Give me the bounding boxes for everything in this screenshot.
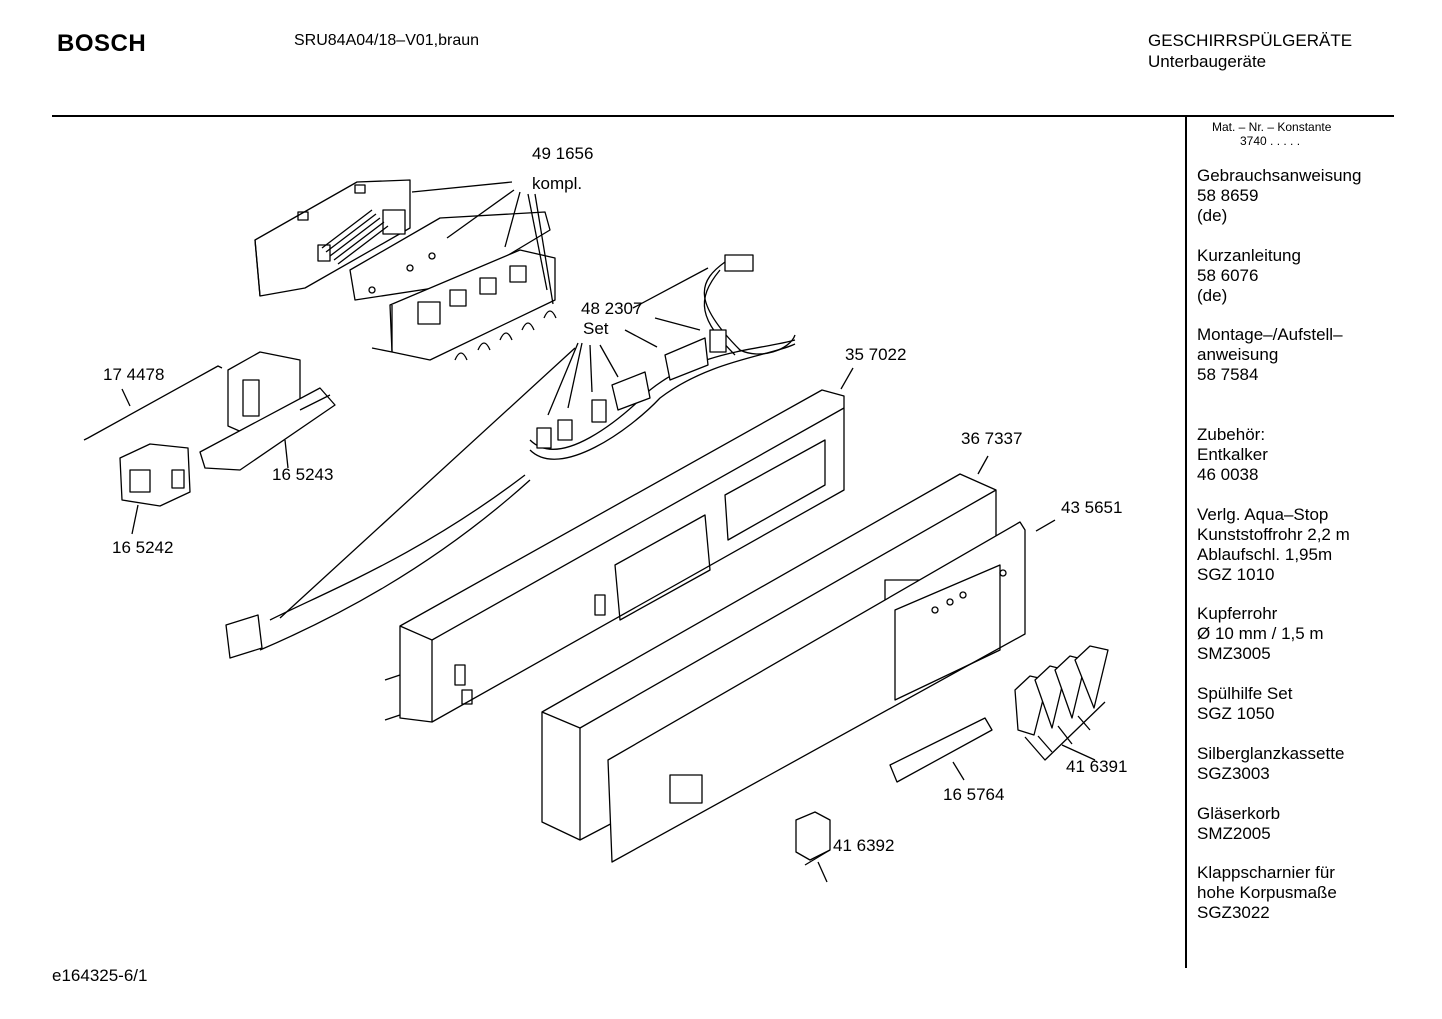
sidebar-group-quickguide: Kurzanleitung 58 6076 (de) [1197, 246, 1301, 306]
sidebar-line: anweisung [1197, 345, 1279, 364]
sidebar-line: Kurzanleitung [1197, 246, 1301, 265]
sidebar-line: Gläserkorb [1197, 804, 1281, 823]
sidebar-group-aquastop: Verlg. Aqua–Stop Kunststoffrohr 2,2 m Ab… [1197, 505, 1350, 585]
exploded-parts-diagram: 49 1656 kompl. 48 2307 Set 17 4478 16 52… [83, 144, 1127, 883]
sidebar-line: Zubehör: [1197, 425, 1266, 444]
model-number: SRU84A04/18–V01,braun [294, 32, 480, 49]
frame-357022 [384, 389, 845, 723]
sidebar-group-silvercassette: Silberglanzkassette SGZ3003 [1197, 744, 1344, 784]
cable-harness-482307 [225, 254, 796, 659]
sidebar-line: SMZ3005 [1197, 644, 1271, 663]
part-label-416391: 41 6391 [1066, 757, 1127, 776]
konst-value: 3740 . . . . . [1240, 134, 1301, 148]
switch-165242 [119, 443, 191, 507]
sidebar-line: Spülhilfe Set [1197, 684, 1293, 703]
sidebar-line: 46 0038 [1197, 465, 1259, 484]
part-label-482307: 48 2307 [581, 299, 642, 318]
rod-174478 [83, 365, 223, 441]
sidebar-line: (de) [1197, 286, 1228, 305]
sidebar-line: SGZ3003 [1197, 764, 1270, 783]
sidebar-line: (de) [1197, 206, 1228, 225]
strip-165764 [889, 717, 993, 783]
sidebar-group-rinseaid: Spülhilfe Set SGZ 1050 [1197, 684, 1292, 724]
material-constant: Mat. – Nr. – Konstante 3740 . . . . . [1212, 120, 1331, 148]
bracket-165243 [199, 351, 336, 471]
part-label-435651: 43 5651 [1061, 498, 1122, 517]
drawing-id: e164325-6/1 [52, 966, 148, 985]
part-label-165764: 16 5764 [943, 785, 1004, 804]
brand-logo: BOSCH [57, 30, 147, 57]
sidebar-line: Montage–/Aufstell– [1197, 325, 1343, 344]
sidebar-group-accessories: Zubehör: Entkalker 46 0038 [1197, 425, 1268, 485]
part-note-482307: Set [583, 319, 609, 338]
sidebar-line: Verlg. Aqua–Stop [1197, 505, 1329, 524]
part-note-491656: kompl. [532, 174, 582, 193]
sidebar-group-glassbasket: Gläserkorb SMZ2005 [1197, 804, 1280, 844]
part-label-491656: 49 1656 [532, 144, 593, 163]
category-title: GESCHIRRSPÜLGERÄTE [1148, 31, 1353, 50]
header-divider [52, 115, 1394, 117]
sidebar-group-copperpipe: Kupferrohr Ø 10 mm / 1,5 m SMZ3005 [1197, 604, 1324, 664]
sidebar-divider [1185, 116, 1187, 968]
part-label-165242: 16 5242 [112, 538, 173, 557]
sidebar-line: Klappscharnier für [1197, 863, 1335, 882]
sidebar-group-hinge: Klappscharnier für hohe Korpusmaße SGZ30… [1197, 863, 1337, 923]
part-label-416392: 41 6392 [833, 836, 894, 855]
sidebar-group-installation: Montage–/Aufstell– anweisung 58 7584 [1197, 325, 1343, 385]
sidebar-group-manual: Gebrauchsanweisung 58 8659 (de) [1197, 166, 1361, 226]
sidebar-line: 58 6076 [1197, 266, 1259, 285]
sidebar-line: 58 8659 [1197, 186, 1259, 205]
sidebar-line: 58 7584 [1197, 365, 1259, 384]
category-subtitle: Unterbaugeräte [1148, 52, 1267, 71]
sidebar-line: Silberglanzkassette [1197, 744, 1345, 763]
part-label-367337: 36 7337 [961, 429, 1022, 448]
sidebar-line: Entkalker [1197, 445, 1268, 464]
sidebar-line: SGZ3022 [1197, 903, 1270, 922]
sidebar-line: Kupferrohr [1197, 604, 1278, 623]
sidebar-line: Kunststoffrohr 2,2 m [1197, 525, 1350, 544]
sidebar-line: Ø 10 mm / 1,5 m [1197, 624, 1324, 643]
part-label-174478: 17 4478 [103, 365, 164, 384]
sidebar-line: Gebrauchsanweisung [1197, 166, 1362, 185]
konst-label: Mat. – Nr. – Konstante [1212, 120, 1332, 134]
button-416392 [795, 811, 831, 866]
buttons-416391 [1014, 645, 1109, 736]
sidebar-line: hohe Korpusmaße [1197, 883, 1337, 902]
part-label-165243: 16 5243 [272, 465, 333, 484]
sidebar-line: SGZ 1010 [1197, 565, 1275, 584]
part-label-357022: 35 7022 [845, 345, 906, 364]
control-module-491656 [254, 179, 557, 361]
sidebar-line: Ablaufschl. 1,95m [1197, 545, 1333, 564]
sidebar-line: SGZ 1050 [1197, 704, 1275, 723]
front-panel-435651 [607, 521, 1026, 863]
sidebar-line: SMZ2005 [1197, 824, 1271, 843]
